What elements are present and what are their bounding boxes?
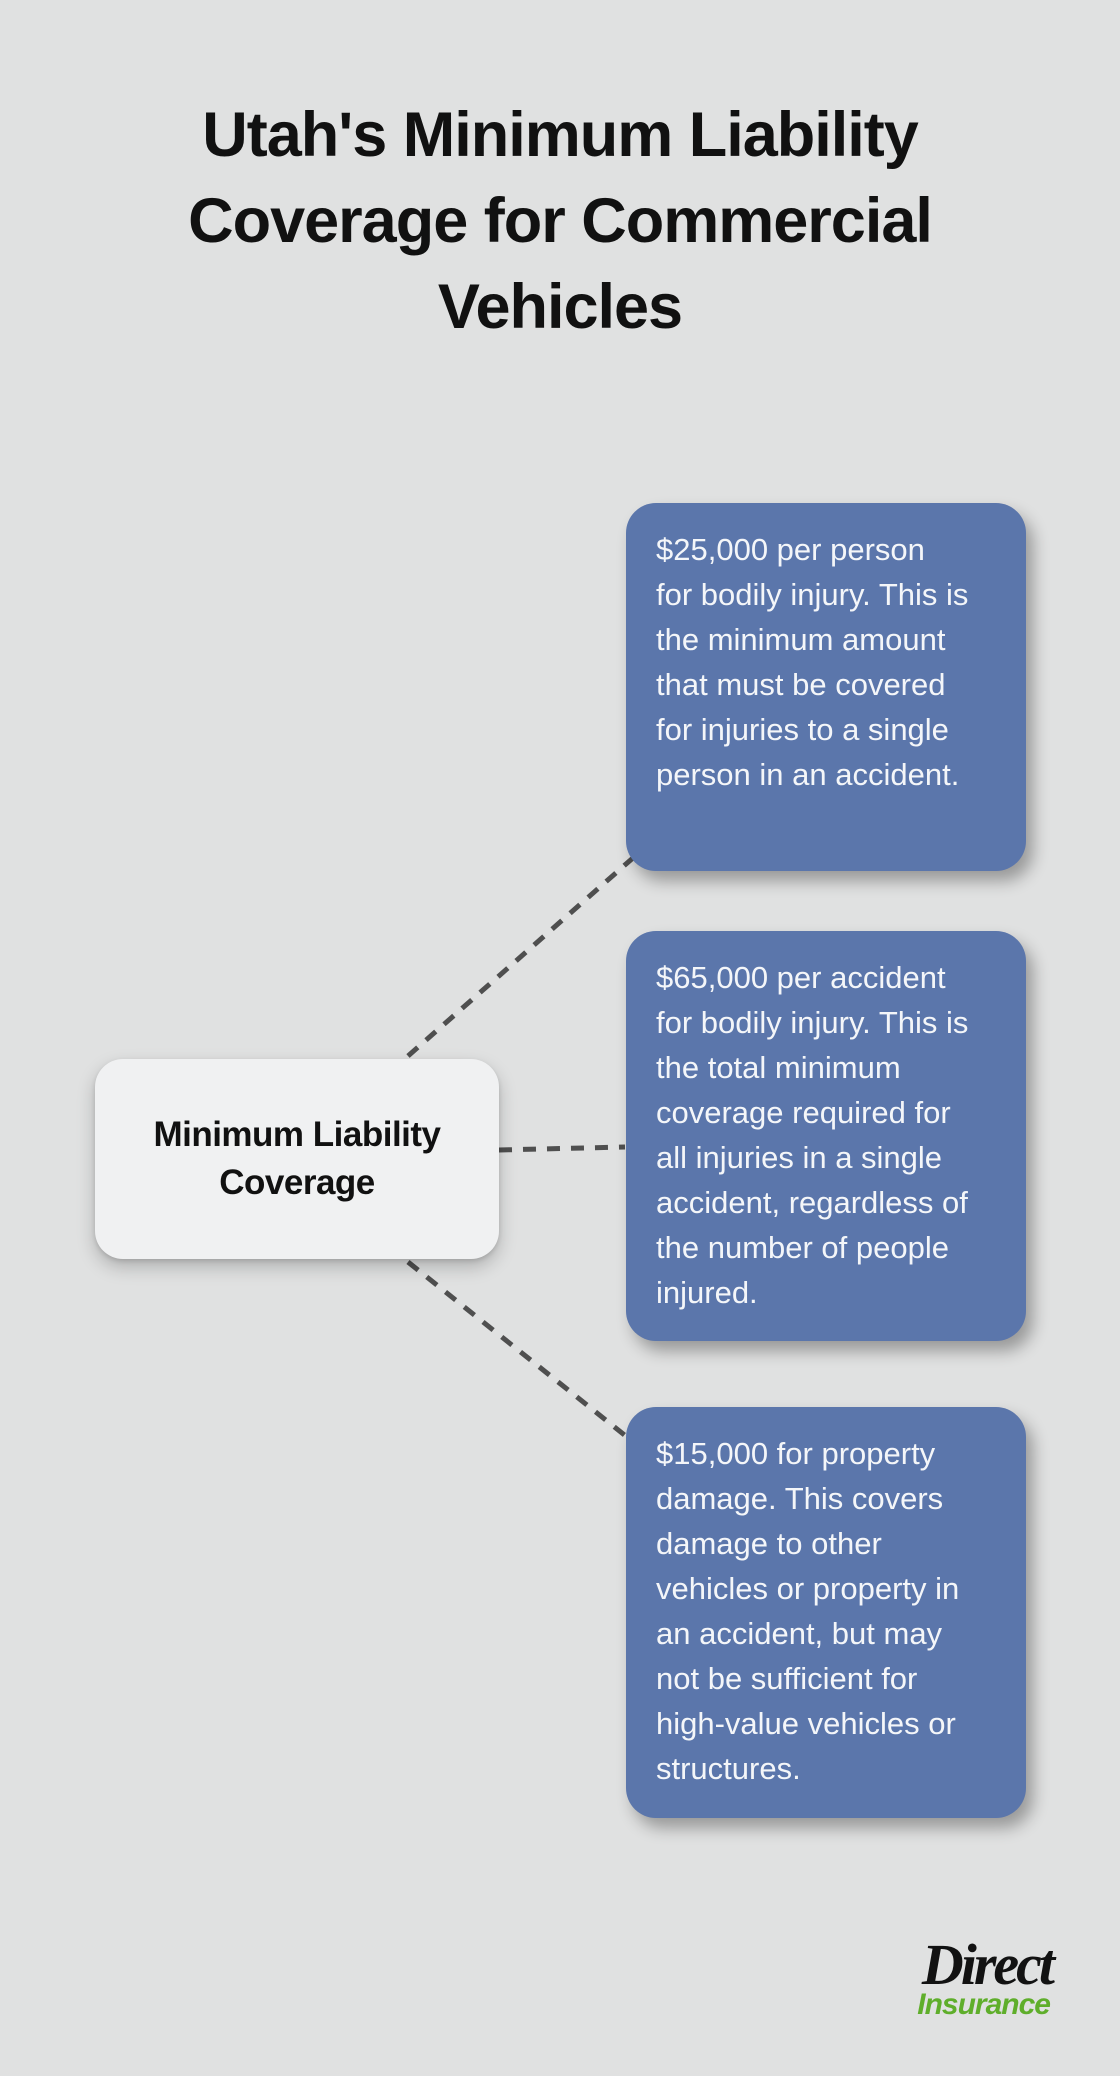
- center-node-minimum-liability-coverage: Minimum Liability Coverage: [95, 1059, 499, 1259]
- connector-line-bottom: [406, 1260, 634, 1443]
- coverage-card-text: $65,000 per accident for bodily injury. …: [656, 960, 969, 1310]
- direct-insurance-logo: Direct Insurance: [917, 1932, 1055, 2021]
- coverage-card-property-damage: $15,000 for property damage. This covers…: [626, 1407, 1026, 1818]
- page-title: Utah's Minimum Liability Coverage for Co…: [188, 100, 933, 342]
- coverage-card-per-person: $25,000 per person for bodily injury. Th…: [626, 503, 1026, 871]
- coverage-card-text: $15,000 for property damage. This covers…: [656, 1436, 960, 1786]
- logo-tagline: Insurance: [917, 1988, 1051, 2021]
- center-node-label: Minimum Liability Coverage: [153, 1115, 441, 1202]
- logo-wordmark: Direct: [921, 1932, 1055, 1997]
- connector-line-top: [406, 855, 636, 1058]
- coverage-card-text: $25,000 per person for bodily injury. Th…: [656, 532, 969, 792]
- coverage-card-per-accident: $65,000 per accident for bodily injury. …: [626, 931, 1026, 1341]
- connector-line-middle: [498, 1144, 626, 1153]
